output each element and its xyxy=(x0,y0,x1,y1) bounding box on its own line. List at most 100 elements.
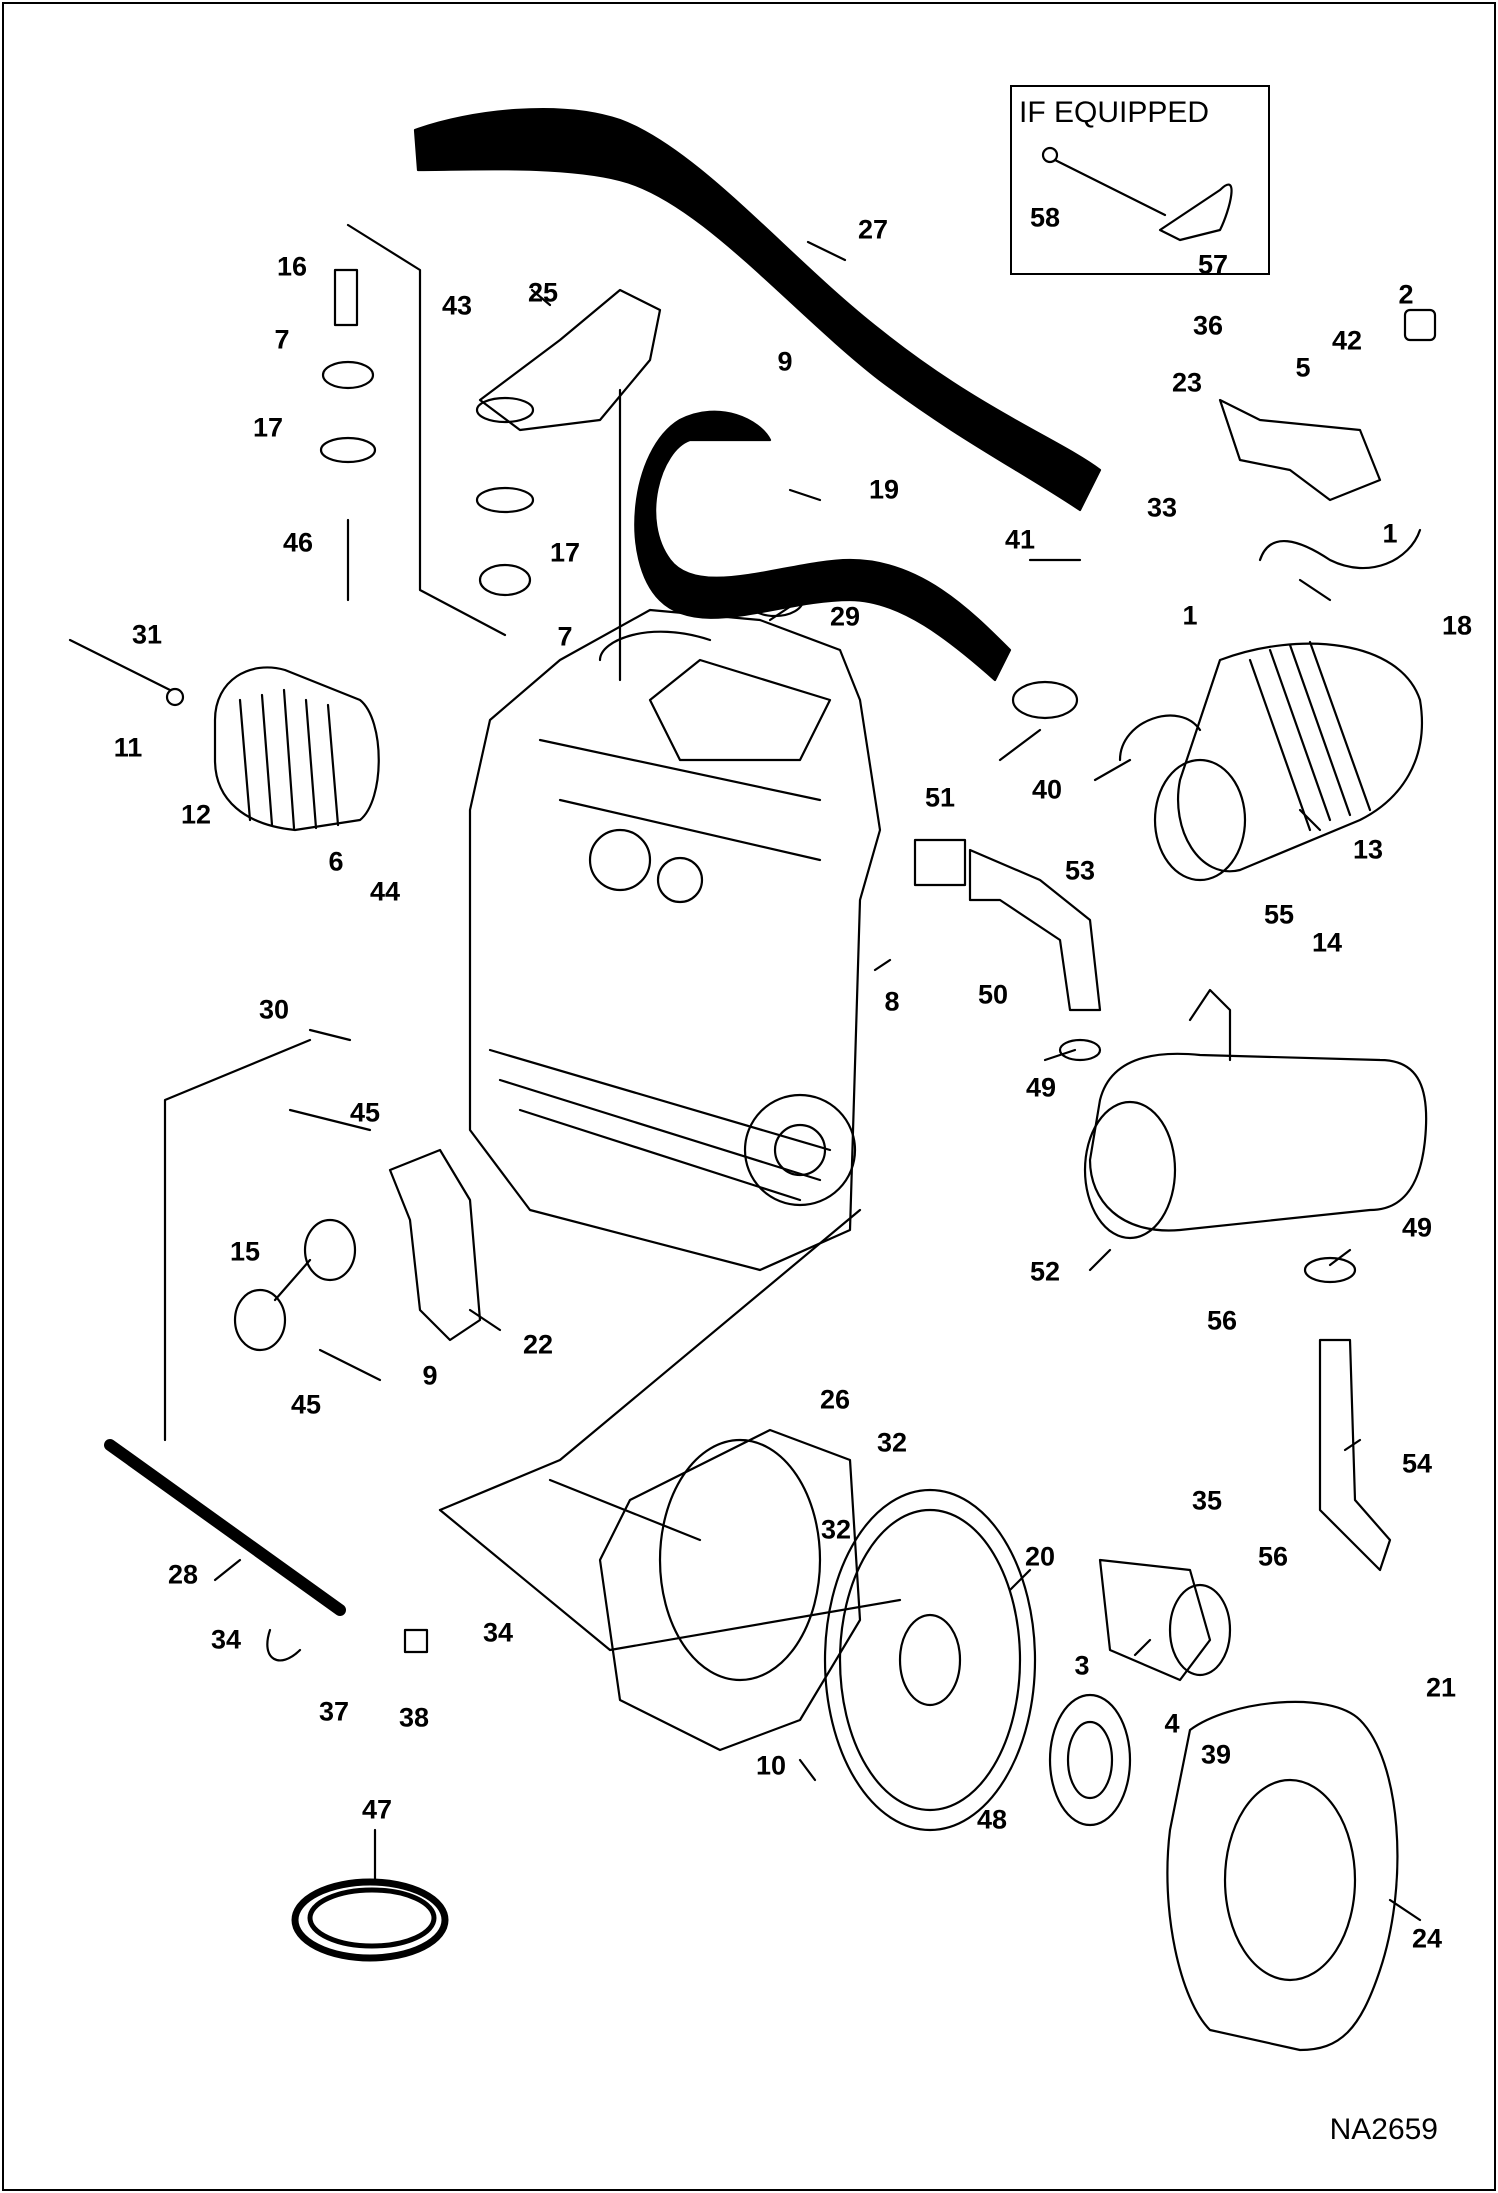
callout-30: 30 xyxy=(258,994,290,1025)
lower-hose xyxy=(634,410,1012,682)
callout-18: 18 xyxy=(1441,610,1473,641)
flywheel xyxy=(823,1488,1037,1832)
callout-24: 24 xyxy=(1411,1923,1443,1954)
muffler xyxy=(1083,988,1428,1240)
cap-2 xyxy=(1403,308,1437,342)
bracket-57 xyxy=(1158,183,1233,242)
leader-58 xyxy=(1053,158,1167,217)
engine-block xyxy=(468,608,882,1272)
mount-bracket xyxy=(475,288,662,682)
alternator xyxy=(68,638,380,832)
callout-16: 16 xyxy=(276,251,308,282)
callout-13: 13 xyxy=(1352,834,1384,865)
callout-22: 22 xyxy=(522,1329,554,1360)
callout-44: 44 xyxy=(369,876,401,907)
tailpipe-54 xyxy=(1318,1338,1392,1572)
callout-51: 51 xyxy=(924,782,956,813)
callout-54: 54 xyxy=(1401,1448,1433,1479)
bolt-45-upper xyxy=(288,1108,372,1132)
leader-lines xyxy=(213,240,1422,1922)
bolt-58 xyxy=(1041,146,1059,164)
callout-21: 21 xyxy=(1425,1672,1457,1703)
callout-19: 19 xyxy=(868,474,900,505)
if-equipped-inset xyxy=(1010,85,1270,275)
upper-hose xyxy=(413,108,1102,512)
callout-20: 20 xyxy=(1024,1541,1056,1572)
callout-34b: 34 xyxy=(482,1617,514,1648)
callout-39: 39 xyxy=(1200,1739,1232,1770)
fitting-30 xyxy=(308,1028,352,1042)
sleeve-16 xyxy=(333,268,359,327)
callout-57: 57 xyxy=(1197,249,1229,280)
callout-53: 53 xyxy=(1064,855,1096,886)
callout-38: 38 xyxy=(398,1702,430,1733)
callout-17: 17 xyxy=(252,412,284,443)
callout-58: 58 xyxy=(1029,202,1061,233)
callout-9: 9 xyxy=(777,346,793,377)
adapter-plate xyxy=(598,1428,862,1752)
callout-52: 52 xyxy=(1029,1256,1061,1287)
mount-7-upper xyxy=(321,360,375,390)
callout-1: 1 xyxy=(1382,518,1398,549)
callout-48: 48 xyxy=(976,1804,1008,1835)
routing-line-30 xyxy=(163,1038,312,1442)
starter xyxy=(1098,1558,1232,1682)
callout-35: 35 xyxy=(1191,1485,1223,1516)
callout-56b: 56 xyxy=(1257,1541,1289,1572)
callout-17b: 17 xyxy=(549,537,581,568)
callout-34: 34 xyxy=(210,1624,242,1655)
callout-4: 4 xyxy=(1164,1708,1180,1739)
callout-15: 15 xyxy=(229,1236,261,1267)
mount-7-lower xyxy=(478,563,532,597)
callout-26: 26 xyxy=(819,1384,851,1415)
callout-50: 50 xyxy=(977,979,1009,1010)
callout-7b: 7 xyxy=(557,621,573,652)
callout-12: 12 xyxy=(180,799,212,830)
isolator-15 xyxy=(233,1218,357,1352)
callout-37: 37 xyxy=(318,1696,350,1727)
callout-56: 56 xyxy=(1206,1305,1238,1336)
mount-17-upper xyxy=(319,436,377,464)
callout-7: 7 xyxy=(274,324,290,355)
callout-1b: 1 xyxy=(1182,600,1198,631)
gasket-51 xyxy=(913,838,967,887)
clamp-49-lower xyxy=(1303,1256,1357,1284)
hose-clamp-40 xyxy=(1011,680,1079,720)
exhaust-pipe-53 xyxy=(968,848,1102,1012)
callout-3: 3 xyxy=(1074,1650,1090,1681)
callout-14: 14 xyxy=(1311,927,1343,958)
inset-title: IF EQUIPPED xyxy=(1019,96,1210,129)
group-bracket-left xyxy=(346,223,507,637)
callout-5: 5 xyxy=(1295,352,1311,383)
callout-47: 47 xyxy=(361,1794,393,1825)
clamp-49-upper xyxy=(1058,1038,1102,1062)
callout-28: 28 xyxy=(167,1559,199,1590)
callout-55: 55 xyxy=(1263,899,1295,930)
bell-housing xyxy=(1166,1700,1399,2052)
mount-17 xyxy=(475,486,535,514)
callout-42: 42 xyxy=(1331,325,1363,356)
callout-27: 27 xyxy=(857,214,889,245)
clip-37 xyxy=(266,1628,302,1662)
callout-11: 11 xyxy=(113,732,143,763)
callout-25: 25 xyxy=(527,277,559,308)
nut-38 xyxy=(403,1628,429,1654)
callout-9b: 9 xyxy=(422,1360,438,1391)
callout-29: 29 xyxy=(829,601,861,632)
mount-bracket-22 xyxy=(388,1148,482,1342)
callout-23: 23 xyxy=(1171,367,1203,398)
callout-32b: 32 xyxy=(820,1514,852,1545)
drawing-id: NA2659 xyxy=(1329,2113,1438,2146)
bracket-23 xyxy=(1218,398,1382,502)
callout-41: 41 xyxy=(1004,524,1036,555)
callout-2: 2 xyxy=(1398,279,1414,310)
hose-28 xyxy=(104,1439,346,1616)
callout-49: 49 xyxy=(1025,1072,1057,1103)
seal-4-inner xyxy=(1066,1720,1114,1800)
air-cleaner xyxy=(1118,640,1423,882)
callout-6: 6 xyxy=(328,846,344,877)
callout-8: 8 xyxy=(884,986,900,1017)
callout-49b: 49 xyxy=(1401,1212,1433,1243)
callout-36: 36 xyxy=(1192,310,1224,341)
